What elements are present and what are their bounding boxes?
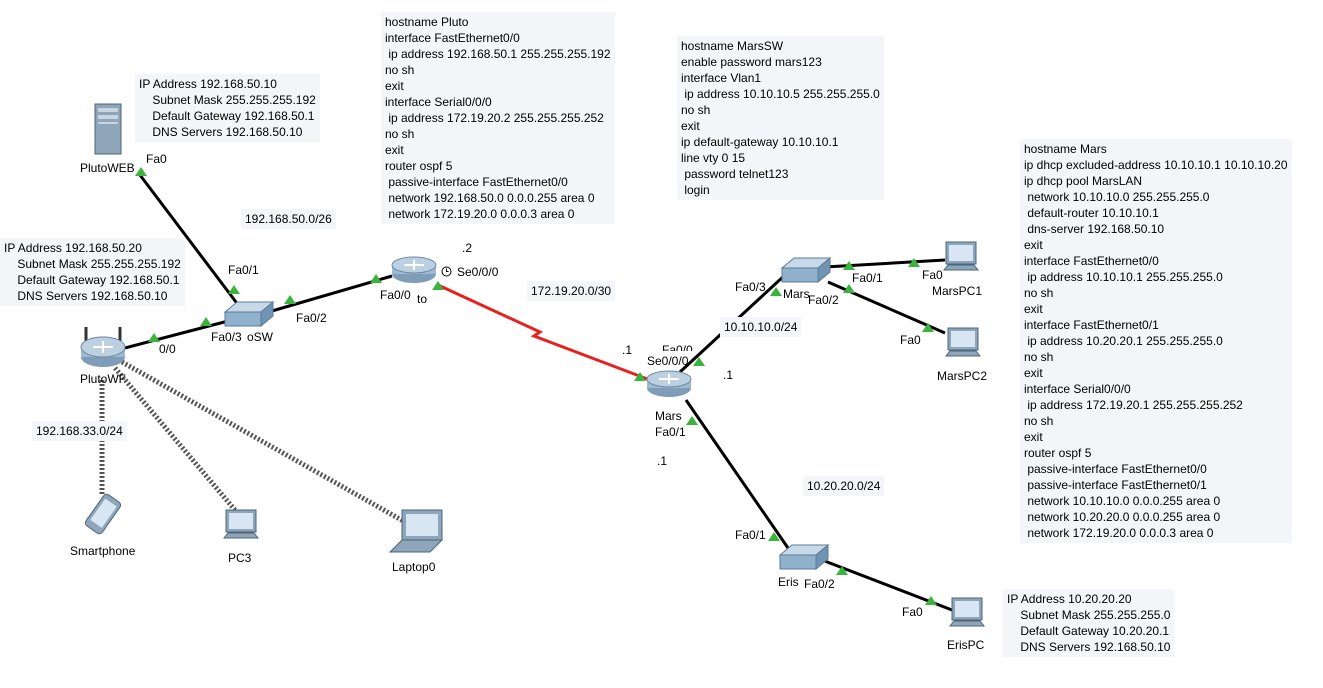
- port-label: Fa0/0: [662, 343, 693, 351]
- port-marker: [370, 274, 382, 283]
- port-marker: [200, 317, 212, 326]
- port-label: Se0/0/0: [647, 354, 689, 368]
- device-label-mars-router: Mars: [655, 409, 682, 423]
- link-serial-pluto-mars: [437, 283, 651, 382]
- port-label: Fa0/1: [852, 271, 883, 285]
- plutowf-ip-note: IP Address 192.168.50.20 Subnet Mask 255…: [0, 238, 185, 306]
- port-marker: [908, 258, 920, 267]
- mars-config-note: hostname Mars ip dhcp excluded-address 1…: [1020, 139, 1292, 543]
- laptop0-icon[interactable]: [388, 508, 446, 554]
- plutoweb-server-icon[interactable]: [92, 102, 124, 156]
- port-marker: [135, 167, 147, 176]
- device-label-pc3: PC3: [228, 551, 252, 565]
- port-marker: [770, 287, 782, 296]
- plutoweb-ip-note: IP Address 192.168.50.10 Subnet Mask 255…: [135, 74, 320, 142]
- pluto-switch-icon[interactable]: [223, 300, 275, 328]
- pc3-icon[interactable]: [222, 508, 260, 544]
- port-label: Se0/0/0: [457, 265, 499, 279]
- erispc-icon[interactable]: [948, 596, 986, 632]
- port-label: Fa0/1: [655, 425, 686, 439]
- port-label: Fa0/3: [735, 280, 766, 294]
- device-label-smartphone: Smartphone: [70, 544, 136, 558]
- smartphone-icon[interactable]: [78, 492, 128, 536]
- device-label-marspc1: MarsPC1: [932, 284, 983, 298]
- device-label-eris-switch: Eris: [778, 575, 799, 589]
- device-label-plutoweb: PlutoWEB: [80, 161, 135, 175]
- mars-router-icon[interactable]: [645, 368, 695, 400]
- port-marker: [836, 566, 848, 575]
- erispc-ip-note: IP Address 10.20.20.20 Subnet Mask 255.2…: [1003, 589, 1175, 657]
- marspc2-icon[interactable]: [944, 326, 982, 362]
- port-label: Fa0/0: [380, 288, 411, 302]
- device-label-mars-switch: Mars: [783, 287, 810, 301]
- port-label: Fa0: [146, 152, 167, 166]
- device-label-erispc: ErisPC: [947, 638, 985, 652]
- pluto-router-icon[interactable]: [390, 255, 440, 285]
- port-marker: [843, 284, 855, 293]
- pluto-config-note: hostname Pluto interface FastEthernet0/0…: [381, 12, 615, 224]
- port-marker: [925, 596, 937, 605]
- port-label: Fa0: [922, 268, 943, 282]
- network-label-mars-lan2: 10.20.20.0/24: [803, 476, 885, 496]
- marssw-config-note: hostname MarsSW enable password mars123 …: [677, 36, 884, 200]
- port-label: Fa0: [900, 333, 921, 347]
- link-mars-router-eris-switch: [684, 399, 790, 549]
- port-status-markers: [135, 167, 937, 605]
- network-label-pluto-lan: 192.168.50.0/26: [241, 209, 336, 229]
- port-label: Fa0/2: [296, 311, 327, 325]
- device-label-pluto-switch: oSW: [247, 330, 274, 344]
- device-label-laptop0: Laptop0: [392, 560, 436, 574]
- port-label: Fa0/1: [228, 263, 259, 277]
- wireless-link-laptop0: [120, 359, 407, 525]
- port-marker: [228, 285, 240, 294]
- wireless-link-pc3: [113, 366, 237, 512]
- port-marker: [432, 281, 444, 290]
- clock-icon: [441, 266, 452, 277]
- port-label: Fa0/2: [808, 293, 839, 307]
- port-label: .2: [462, 241, 473, 255]
- device-label-pluto-router: to: [417, 292, 428, 306]
- device-label-plutowf: PlutoWF: [80, 372, 127, 386]
- port-label: Fa0/3: [211, 330, 242, 344]
- port-marker: [922, 323, 934, 332]
- port-marker: [686, 416, 698, 425]
- port-label: Fa0: [902, 605, 923, 619]
- network-label-wireless: 192.168.33.0/24: [32, 421, 127, 441]
- port-label: .1: [723, 368, 734, 382]
- plutowf-wireless-router-icon[interactable]: [78, 325, 128, 370]
- device-label-marspc2: MarsPC2: [937, 369, 988, 383]
- port-label: .1: [657, 454, 668, 468]
- eris-switch-icon[interactable]: [778, 543, 830, 571]
- port-marker: [768, 532, 780, 541]
- port-marker: [693, 357, 705, 366]
- port-marker: [843, 261, 855, 270]
- port-label: Fa0/1: [735, 528, 766, 542]
- mars-switch-icon[interactable]: [780, 256, 832, 284]
- network-label-mars-lan1: 10.10.10.0/24: [720, 317, 802, 337]
- network-label-serial: 172.19.20.0/30: [527, 281, 616, 301]
- port-label: Fa0/2: [804, 577, 835, 591]
- marspc1-icon[interactable]: [942, 240, 980, 276]
- link-marssw-marspc1: [824, 258, 946, 269]
- port-label: .1: [622, 343, 633, 357]
- port-marker: [284, 295, 296, 304]
- link-plutoweb-switch: [138, 174, 244, 311]
- link-plutowf-switch: [124, 318, 233, 350]
- port-marker: [634, 372, 646, 381]
- port-label: 0/0: [159, 342, 176, 356]
- port-marker: [148, 333, 160, 342]
